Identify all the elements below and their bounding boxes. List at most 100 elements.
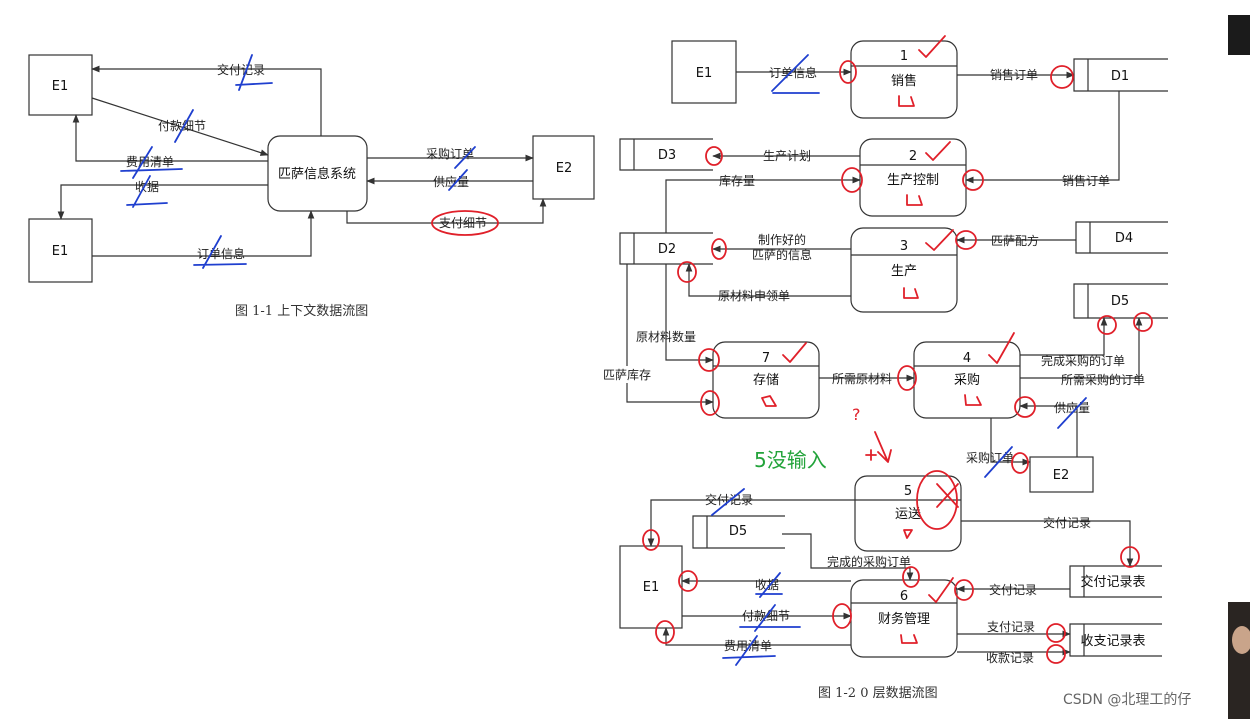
flow-pay-detail: [346, 198, 547, 224]
red-check: [988, 332, 1015, 364]
process-name: 存储: [753, 373, 779, 388]
flow-fee-list-label: 费用清单: [724, 639, 772, 653]
store-d5-bottom-label: D5: [729, 524, 747, 539]
flow-done-purchase-order-2-label: 完成的采购订单: [827, 554, 911, 569]
flow-material-qty-label: 原材料数量: [636, 329, 696, 344]
flow-sales-order-2: [965, 91, 1120, 184]
red-circle: [832, 603, 852, 629]
flow-done-purchase-order: [1020, 317, 1108, 356]
red-circle: [642, 529, 660, 551]
red-check: [925, 229, 954, 251]
store-delivery-table: [1069, 565, 1162, 598]
process-5: 5 运送: [854, 475, 962, 552]
red-circle: [916, 470, 958, 530]
flow-purchase-order-label: 采购订单: [966, 450, 1014, 465]
flow-delivery-record: [91, 65, 322, 136]
store-finance-table-label: 收支记录表: [1080, 634, 1145, 649]
flow-production-plan-label: 生产计划: [763, 149, 811, 163]
system-label: 匹萨信息系统: [278, 166, 356, 182]
red-circle: [705, 146, 723, 166]
red-circle: [1097, 315, 1117, 335]
red-circle: [431, 210, 499, 236]
process-number: 6: [900, 589, 908, 604]
red-circle: [1011, 452, 1029, 474]
process-4: 4 采购: [913, 341, 1021, 419]
flow-payment-detail-label: 付款细节: [158, 119, 206, 133]
entity-e1-top-label: E1: [696, 66, 713, 81]
flow-payment-detail: [91, 97, 269, 156]
entity-e1-bottom-label: E1: [643, 580, 660, 595]
flow-pay-detail-label: 支付细节: [439, 216, 487, 230]
blue-strike: [771, 54, 820, 94]
context-diagram: E1 E1 匹萨信息系统 E2 交付记录 付款细节 费用清单 收据 订单信息 采…: [28, 54, 595, 319]
red-circle: [678, 570, 698, 592]
entity-e1-top-label: E1: [52, 79, 69, 94]
level0-annotations: [642, 35, 1153, 666]
flow-receipt: [57, 184, 268, 220]
red-circle: [1133, 312, 1153, 332]
red-plus: [865, 449, 877, 461]
flow-purchase-order: [990, 418, 1031, 466]
entity-e2: [532, 135, 595, 200]
flow-inventory-label: 库存量: [719, 173, 755, 188]
blue-strike: [739, 604, 801, 632]
store-d5-top: [1073, 283, 1168, 319]
flow-supply: [1019, 402, 1078, 457]
process-number: 2: [909, 149, 917, 164]
red-check: [925, 141, 951, 161]
flow-material-qty: [665, 264, 714, 364]
store-d5-bottom: [692, 515, 785, 549]
process-number: 7: [762, 351, 770, 366]
flow-fee-list: [72, 114, 268, 162]
process-3: 3 生产: [850, 227, 958, 313]
store-d1-label: D1: [1111, 69, 1129, 84]
flow-purchase-order-label: 采购订单: [426, 146, 474, 161]
flow-delivery-record-2-label: 交付记录: [1043, 515, 1091, 530]
process-1: 1 销售: [850, 40, 958, 119]
level0-diagram: E1 E1 E2 D1 D3 D2 D4 D5 D5 交付记录表 收支记录表 1…: [595, 40, 1168, 701]
red-circle: [1050, 65, 1074, 89]
flow-needed-material-label: 所需原材料: [832, 372, 892, 386]
red-circle: [955, 230, 977, 250]
flow-order-info-label: 订单信息: [769, 65, 817, 80]
red-circle: [655, 620, 675, 644]
red-circle: [902, 566, 920, 588]
flow-delivery-record-3-label: 交付记录: [989, 582, 1037, 597]
entity-e1-top: [671, 40, 737, 104]
flow-pizza-stock: [626, 264, 714, 406]
flow-receive-record-label: 收款记录: [986, 651, 1034, 665]
entity-e1-bottom: [619, 545, 683, 629]
blue-strike: [126, 175, 168, 208]
red-mark: [906, 194, 923, 206]
red-circle: [700, 390, 720, 416]
red-circle: [698, 348, 720, 372]
flow-finished-pizza-label-2: 匹萨的信息: [752, 247, 812, 262]
flow-order-info-label: 订单信息: [197, 246, 245, 261]
red-check: [918, 35, 946, 58]
process-name: 采购: [954, 372, 980, 388]
red-arrow: [874, 431, 892, 463]
red-circle: [677, 261, 697, 283]
store-delivery-table-label: 交付记录表: [1080, 574, 1145, 590]
flow-pizza-recipe-label: 匹萨配方: [991, 233, 1039, 248]
store-d3-label: D3: [658, 148, 676, 163]
red-circle: [841, 167, 863, 193]
video-overlay: [1228, 15, 1250, 719]
red-mark: [964, 394, 982, 406]
flow-done-purchase-order-2: [782, 533, 914, 581]
red-circle: [1120, 546, 1140, 568]
flow-sales-order-2-label: 销售订单: [1062, 173, 1110, 188]
entity-e1-bottom-label: E1: [52, 244, 69, 259]
flow-fee-list-label: 费用清单: [126, 155, 174, 169]
red-mark: [900, 634, 918, 644]
red-check: [928, 577, 954, 603]
flow-receipt-label: 收据: [135, 180, 159, 194]
flow-material-request: [685, 263, 851, 297]
red-mark: [898, 95, 915, 107]
red-circle: [839, 60, 857, 84]
store-d3: [619, 138, 713, 171]
flow-delivery-record-label: 交付记录: [217, 62, 265, 77]
entity-e1-top: [28, 54, 93, 116]
flow-delivery-record-2: [961, 520, 1134, 567]
